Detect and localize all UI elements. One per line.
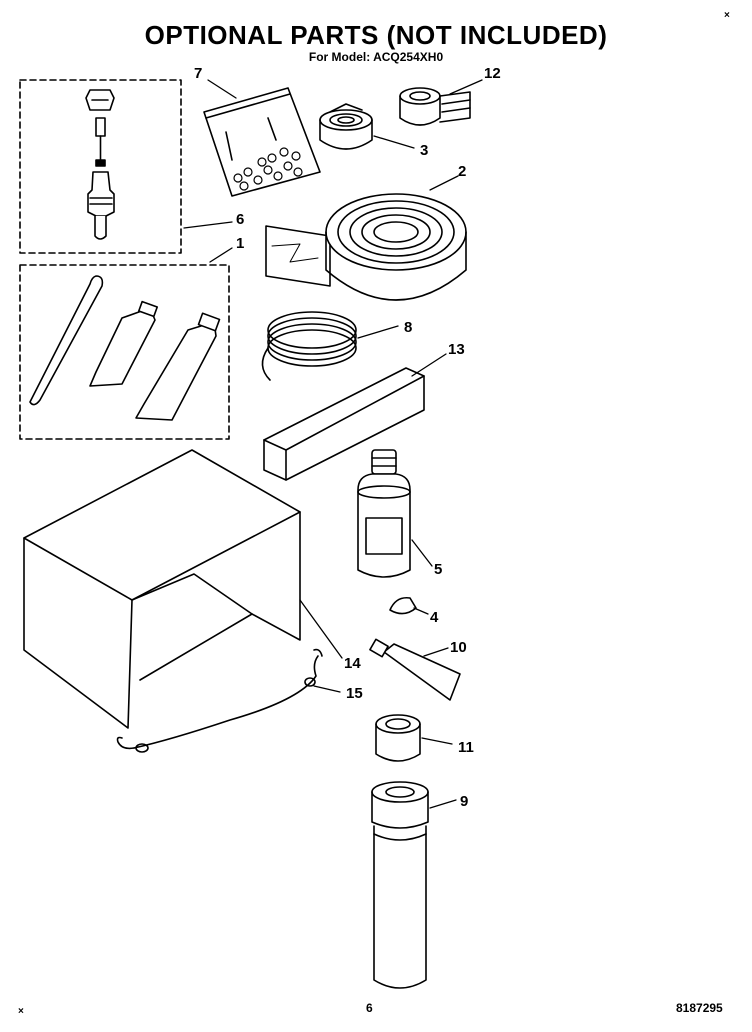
corner-mark-top: × (724, 10, 730, 21)
callout-5: 5 (434, 561, 442, 578)
wire-coil (261, 311, 357, 381)
tape-roll-11 (375, 714, 421, 762)
small-tube (369, 638, 461, 701)
tape-roll-12 (399, 87, 471, 126)
callout-6: 6 (236, 211, 244, 228)
callout-13: 13 (448, 341, 465, 358)
callout-12: 12 (484, 65, 501, 82)
corner-mark-bottom: × (18, 1006, 24, 1017)
callout-14: 14 (344, 655, 361, 672)
callout-11: 11 (458, 739, 474, 756)
callout-8: 8 (404, 319, 412, 336)
callout-1: 1 (236, 235, 244, 252)
callout-7: 7 (194, 65, 202, 82)
unit-cover (23, 449, 301, 729)
page-title: OPTIONAL PARTS (NOT INCLUDED) (144, 20, 608, 50)
cleaner-bottle (357, 449, 411, 578)
tape-roll-3 (319, 103, 373, 150)
page-number: 6 (366, 1001, 373, 1015)
document-number: 8187295 (676, 1001, 723, 1015)
insulation-roll (265, 193, 467, 301)
tie-cord (116, 648, 323, 753)
aerosol-can (371, 781, 429, 989)
callout-2: 2 (458, 163, 466, 180)
tube-kit-group (19, 264, 230, 440)
model-subtitle: For Model: ACQ254XH0 (308, 50, 444, 64)
callout-4: 4 (430, 609, 439, 626)
fittings-bag (203, 87, 321, 197)
callout-3: 3 (420, 142, 428, 159)
callout-9: 9 (460, 793, 468, 810)
leader-lines (183, 79, 483, 809)
callout-10: 10 (450, 639, 467, 656)
valve-kit-group (19, 79, 182, 254)
foam-block (263, 367, 425, 481)
cap-part (389, 596, 417, 615)
callout-15: 15 (346, 685, 363, 702)
